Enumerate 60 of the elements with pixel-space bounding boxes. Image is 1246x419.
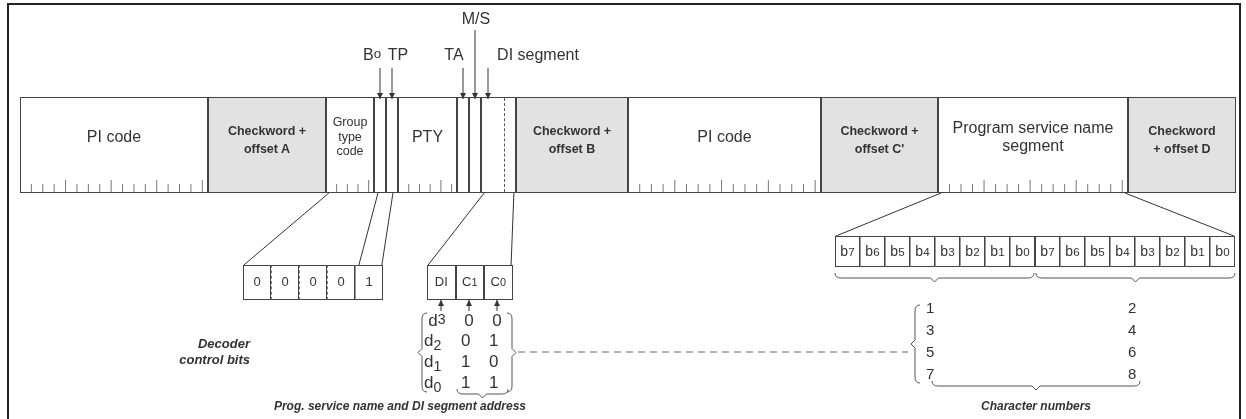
table-value: d$_{2}$ bbox=[424, 332, 442, 353]
arrow bbox=[472, 29, 478, 100]
field-label: TP bbox=[384, 46, 412, 68]
table-value: 1 bbox=[489, 374, 499, 391]
character-number: 7 bbox=[926, 366, 935, 381]
bit-cell bbox=[374, 97, 386, 193]
character-number: 5 bbox=[926, 344, 935, 359]
arrow bbox=[377, 67, 383, 100]
bit-cell bbox=[469, 97, 481, 193]
field-cell: PI code bbox=[628, 97, 821, 193]
checkword-cell: Checkword + offset A bbox=[208, 97, 326, 193]
character-number: 2 bbox=[1128, 300, 1137, 315]
checkword-cell: Checkword + offset B bbox=[516, 97, 628, 193]
field-cell: PI code bbox=[20, 97, 208, 193]
arrow bbox=[466, 299, 472, 312]
bit-cell bbox=[386, 97, 398, 193]
arrow bbox=[438, 299, 444, 312]
field-label: M/S bbox=[456, 10, 496, 30]
expansion-line bbox=[835, 192, 942, 237]
arrow bbox=[460, 67, 466, 100]
arrow bbox=[389, 67, 395, 100]
arrow bbox=[494, 299, 500, 312]
checkword-cell: Checkword + offset C' bbox=[821, 97, 938, 193]
field-label: DI segment bbox=[484, 46, 592, 68]
expansion-line bbox=[427, 192, 485, 266]
field-cell: Program service name segment bbox=[938, 97, 1128, 193]
table-value: 1 bbox=[461, 374, 471, 391]
bit-cell: DI bbox=[427, 265, 456, 300]
field-cell: Group type code bbox=[326, 97, 374, 193]
table-value: 1 bbox=[489, 332, 499, 349]
character-number: 3 bbox=[926, 322, 935, 337]
character-number: 8 bbox=[1128, 366, 1137, 381]
table-value: 1 bbox=[461, 353, 471, 370]
character-number: 4 bbox=[1128, 322, 1137, 337]
bit-cell: 0 bbox=[243, 265, 271, 300]
checkword-cell: Checkword + offset D bbox=[1128, 97, 1236, 193]
bit-cell: 1 bbox=[355, 265, 383, 300]
caption: Character numbers bbox=[981, 400, 1091, 412]
field-cell: PTY bbox=[398, 97, 457, 193]
expansion-line bbox=[243, 192, 330, 266]
bit-cell: 0 bbox=[327, 265, 355, 300]
expansion-line bbox=[358, 192, 379, 266]
arrow bbox=[485, 67, 491, 100]
table-value: d$_{0}$ bbox=[424, 374, 442, 395]
field-label: TA bbox=[440, 46, 468, 68]
table-value: 0 bbox=[486, 311, 508, 333]
side-caption: Decoder control bits bbox=[178, 336, 250, 369]
table-value: d$_{1}$ bbox=[424, 353, 442, 374]
table-value: 0 bbox=[489, 353, 499, 370]
bit-cell: 0 bbox=[271, 265, 299, 300]
expansion-line bbox=[381, 192, 394, 266]
caption: Prog. service name and DI segment address bbox=[273, 400, 527, 412]
character-number: 1 bbox=[926, 300, 935, 315]
character-number: 6 bbox=[1128, 344, 1137, 359]
bit-cell: 0 bbox=[299, 265, 327, 300]
expansion-line bbox=[1124, 192, 1235, 237]
table-value: 0 bbox=[458, 311, 480, 333]
bit-cell bbox=[457, 97, 469, 193]
table-value: 0 bbox=[461, 332, 471, 349]
expansion-line bbox=[510, 192, 515, 266]
